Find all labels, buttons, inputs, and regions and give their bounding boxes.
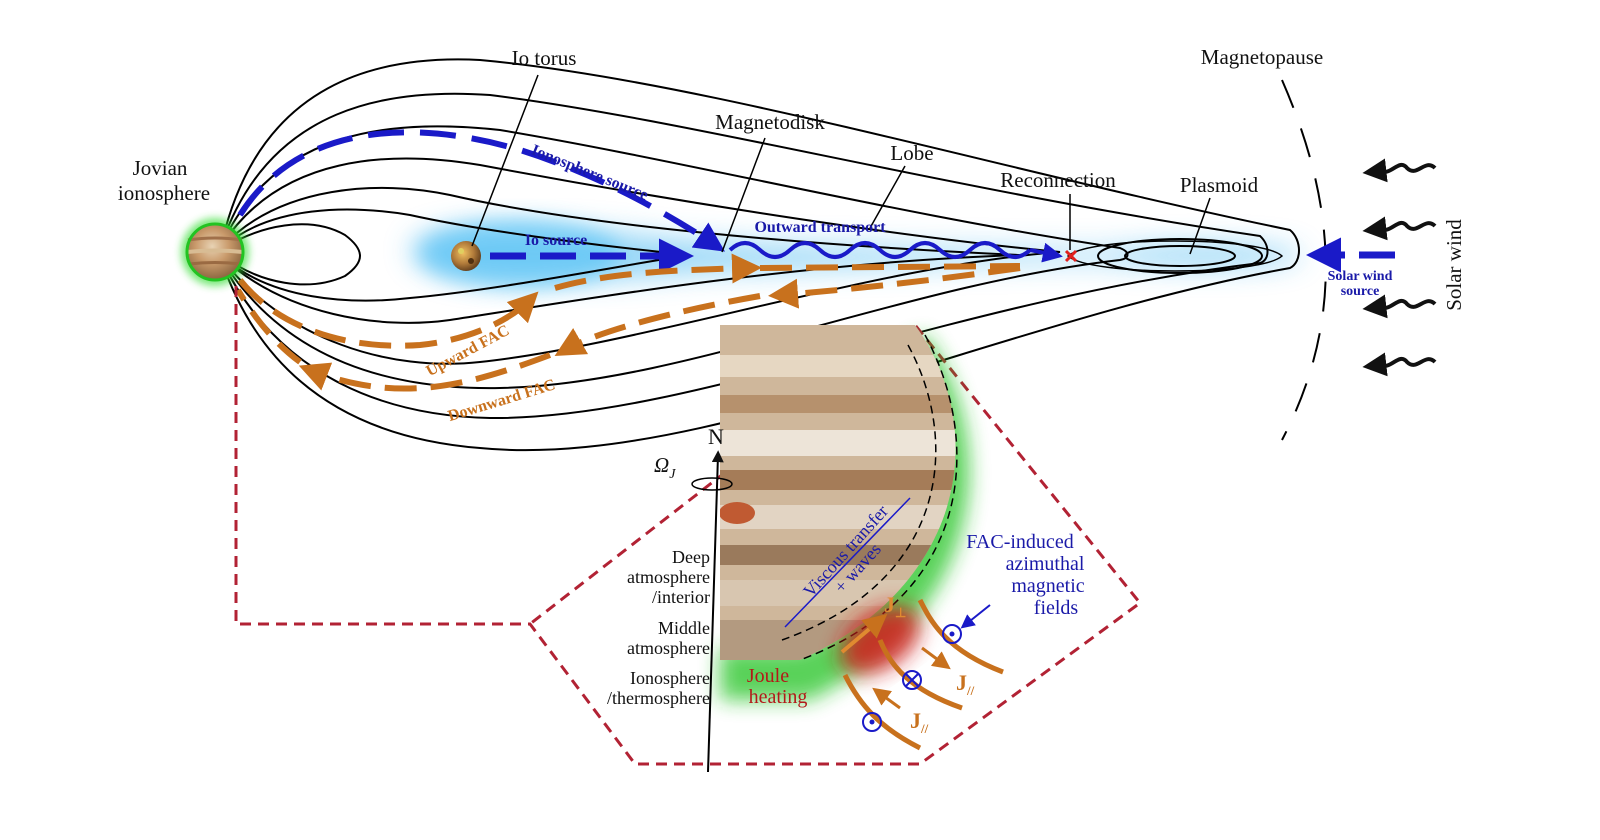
deep-label-3: /interior [652, 587, 710, 607]
io-torus-label: Io torus [512, 46, 577, 70]
jupiter-planet [181, 218, 249, 286]
iono-label-2: /thermosphere [607, 688, 710, 708]
fac-label-3: magnetic [1011, 575, 1084, 597]
ionosphere-source-flow [237, 129, 725, 252]
omega-subscript: J [669, 467, 676, 482]
omega-symbol: Ω [654, 453, 669, 477]
j-par-label-1: J// [956, 670, 975, 698]
field-out-icon [862, 712, 882, 732]
rotation-axis [691, 450, 733, 773]
downward-fac-flow [235, 265, 1021, 392]
deep-label-2: atmosphere [627, 567, 710, 587]
outward-transport-label: Outward transport [754, 219, 886, 236]
j-par-symbol-2: J [910, 708, 921, 733]
field-in-icon [902, 670, 922, 690]
jovian-label: Jovian [133, 156, 188, 180]
j-par-subscript-1: // [966, 683, 975, 698]
fac-label-1: FAC-induced [966, 531, 1073, 553]
iono-label-1: Ionosphere [630, 668, 710, 688]
fac-label-4: fields [1034, 597, 1079, 619]
joule-label-2: heating [749, 686, 808, 708]
north-label: N [708, 424, 724, 449]
solar-wind-source-label-2: source [1341, 284, 1380, 299]
joule-label-1: Joule [747, 665, 789, 687]
fac-label-2: azimuthal [1006, 553, 1085, 575]
outward-transport-wave [728, 241, 1063, 263]
reconnection-x-icon [1064, 249, 1078, 263]
plasmoid-label: Plasmoid [1180, 173, 1259, 197]
solar-wind-arrow-icon [1362, 352, 1437, 377]
plasmoid-loops [1066, 238, 1284, 274]
solar-wind-arrow-icon [1362, 216, 1437, 241]
io-moon [451, 241, 481, 271]
ionosphere-label: ionosphere [118, 181, 210, 205]
deep-label-1: Deep [672, 547, 710, 567]
leader-lines [471, 74, 1211, 255]
j-perp-subscript: ⊥ [895, 605, 906, 620]
viscous-transfer-bracket [784, 497, 911, 628]
ionosphere-source-label: Ionosphere source [529, 142, 651, 204]
solar-wind-label: Solar wind [1442, 219, 1466, 311]
inset-outline [234, 286, 1143, 766]
magnetodisk-label: Magnetodisk [715, 110, 825, 134]
magnetopause-label: Magnetopause [1201, 45, 1323, 69]
solar-wind-source-label-1: Solar wind [1328, 269, 1393, 284]
field-out-icon [942, 624, 962, 644]
current-lines [840, 598, 1004, 751]
solar-wind-arrows [1362, 158, 1437, 377]
solar-wind-arrow-icon [1362, 294, 1437, 319]
j-perp-label: J⊥ [884, 592, 906, 620]
j-par-symbol-1: J [956, 670, 967, 695]
middle-label-1: Middle [658, 618, 710, 638]
io-source-label: Io source [525, 232, 587, 249]
omega-label: ΩJ [654, 453, 676, 482]
fac-pointer-arrow [960, 604, 991, 629]
middle-label-2: atmosphere [627, 638, 710, 658]
j-par-subscript-2: // [920, 721, 929, 736]
j-perp-symbol: J [884, 592, 895, 617]
j-par-label-2: J// [910, 708, 929, 736]
lobe-label: Lobe [890, 141, 933, 165]
upward-fac-flow [237, 253, 1021, 349]
reconnection-label: Reconnection [1000, 168, 1116, 192]
solar-wind-arrow-icon [1362, 158, 1437, 183]
